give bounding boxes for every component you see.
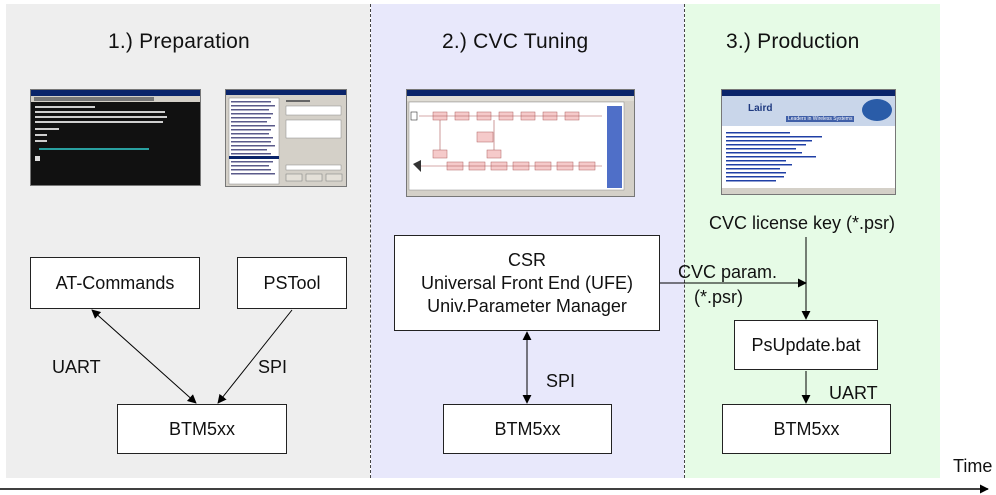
cvc-tuning-heading: 2.) CVC Tuning — [442, 30, 589, 53]
phase-divider-1 — [370, 4, 371, 478]
btm5xx-preparation-box: BTM5xx — [117, 404, 287, 454]
btm5xx-production-box: BTM5xx — [722, 404, 891, 454]
at-commands-box: AT-Commands — [30, 257, 200, 309]
uart-label-production: UART — [829, 383, 878, 403]
cvc-license-key-label: CVC license key (*.psr) — [709, 213, 896, 233]
pstool-btm-arrow — [217, 309, 293, 404]
parameter-manager-screenshot — [406, 89, 635, 197]
psupdate-box: PsUpdate.bat — [734, 320, 878, 370]
parameter-manager-line: Univ.Parameter Manager — [427, 295, 627, 316]
production-heading: 3.) Production — [726, 30, 860, 53]
laird-tagline: Leaders in Wireless Systems — [786, 116, 855, 122]
ufe-line: Universal Front End (UFE) — [420, 272, 634, 293]
csr-line: CSR — [507, 249, 546, 270]
uart-label-preparation: UART — [52, 357, 101, 377]
laird-logo: Laird — [748, 103, 773, 114]
time-label: Time — [953, 456, 993, 476]
cvc-param-label: CVC param. — [678, 262, 778, 282]
terminal-screenshot — [30, 89, 201, 186]
csr-ufe-box: CSR Universal Front End (UFE) Univ.Param… — [394, 235, 660, 331]
preparation-heading: 1.) Preparation — [108, 30, 250, 53]
production-panel — [685, 4, 940, 478]
spi-label-preparation: SPI — [258, 357, 288, 377]
phase-divider-2 — [684, 4, 685, 478]
btm5xx-tuning-box: BTM5xx — [443, 404, 612, 454]
cvc-param-ext-label: (*.psr) — [694, 287, 743, 307]
spi-label-tuning: SPI — [546, 371, 576, 391]
pstool-box: PSTool — [237, 257, 347, 309]
pstool-screenshot — [225, 89, 347, 187]
laird-update-screenshot: Laird Leaders in Wireless Systems — [721, 89, 896, 195]
at-commands-btm-link — [91, 309, 197, 404]
